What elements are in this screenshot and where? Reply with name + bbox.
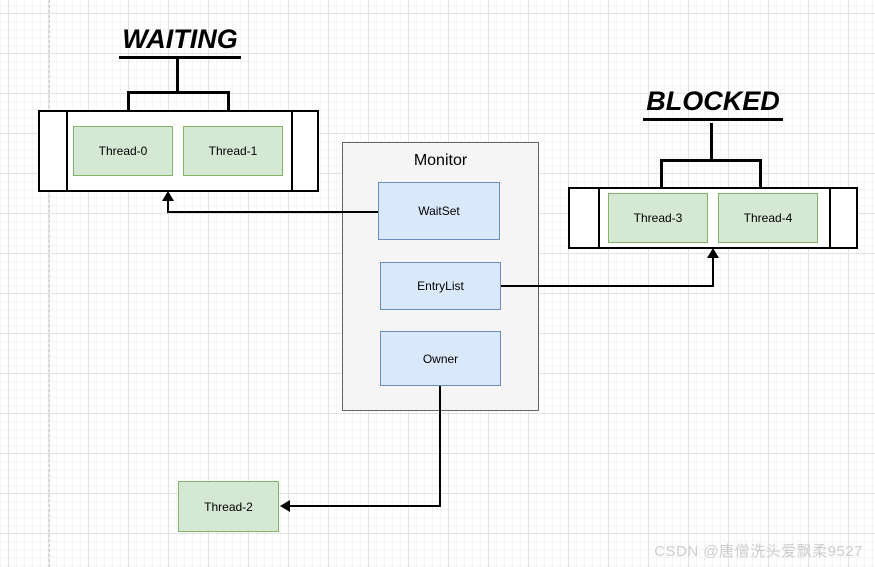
thread-0-label: Thread-0	[98, 144, 148, 158]
thread-3-label: Thread-3	[633, 211, 683, 225]
blocked-bracket-left-drop	[660, 159, 663, 194]
thread-3-box: Thread-3	[608, 193, 708, 243]
thread-4-box: Thread-4	[718, 193, 818, 243]
entrylist-label: EntryList	[417, 279, 464, 293]
blocked-bracket-bar	[660, 159, 762, 162]
owner-label: Owner	[422, 351, 459, 366]
owner-connector-arrowhead	[280, 500, 290, 512]
thread-4-label: Thread-4	[743, 211, 793, 225]
waiting-title-text: WAITING	[119, 24, 241, 59]
owner-connector-horizontal	[289, 505, 441, 507]
thread-1-label: Thread-1	[208, 144, 258, 158]
entrylist-connector-arrowhead	[707, 248, 719, 258]
waitset-box: WaitSet	[378, 182, 500, 240]
blocked-bracket-right-drop	[759, 159, 762, 194]
entrylist-connector-horizontal	[501, 285, 713, 287]
waitset-label: WaitSet	[418, 204, 460, 218]
waiting-bracket-bar	[127, 91, 230, 94]
page-boundary-dashed-line	[49, 0, 50, 567]
owner-connector-vertical	[439, 386, 441, 507]
thread-1-box: Thread-1	[183, 126, 283, 176]
waiting-title: WAITING	[106, 24, 254, 59]
waiting-bracket-stem	[176, 59, 179, 93]
owner-box: Owner	[380, 331, 501, 386]
blocked-queue-left-divider	[598, 189, 600, 247]
waiting-bracket-right-drop	[227, 91, 230, 127]
blocked-title-text: BLOCKED	[643, 86, 783, 121]
waitset-connector-horizontal	[168, 211, 378, 213]
monitor-title: Monitor	[413, 152, 468, 169]
entrylist-box: EntryList	[380, 262, 501, 310]
thread-2-box: Thread-2	[178, 481, 279, 532]
blocked-queue-right-divider	[829, 189, 831, 247]
csdn-watermark: CSDN @唐僧洗头爱飘柔9527	[654, 543, 863, 560]
waitset-connector-arrowhead	[162, 191, 174, 201]
waiting-bracket-left-drop	[127, 91, 130, 127]
thread-0-box: Thread-0	[73, 126, 173, 176]
thread-2-label: Thread-2	[204, 499, 253, 514]
blocked-bracket-stem	[710, 123, 713, 161]
waitset-connector-vertical	[167, 199, 169, 213]
waiting-queue-right-divider	[291, 112, 293, 190]
waiting-queue-left-divider	[66, 112, 68, 190]
entrylist-connector-vertical	[712, 256, 714, 287]
blocked-title: BLOCKED	[636, 86, 790, 121]
